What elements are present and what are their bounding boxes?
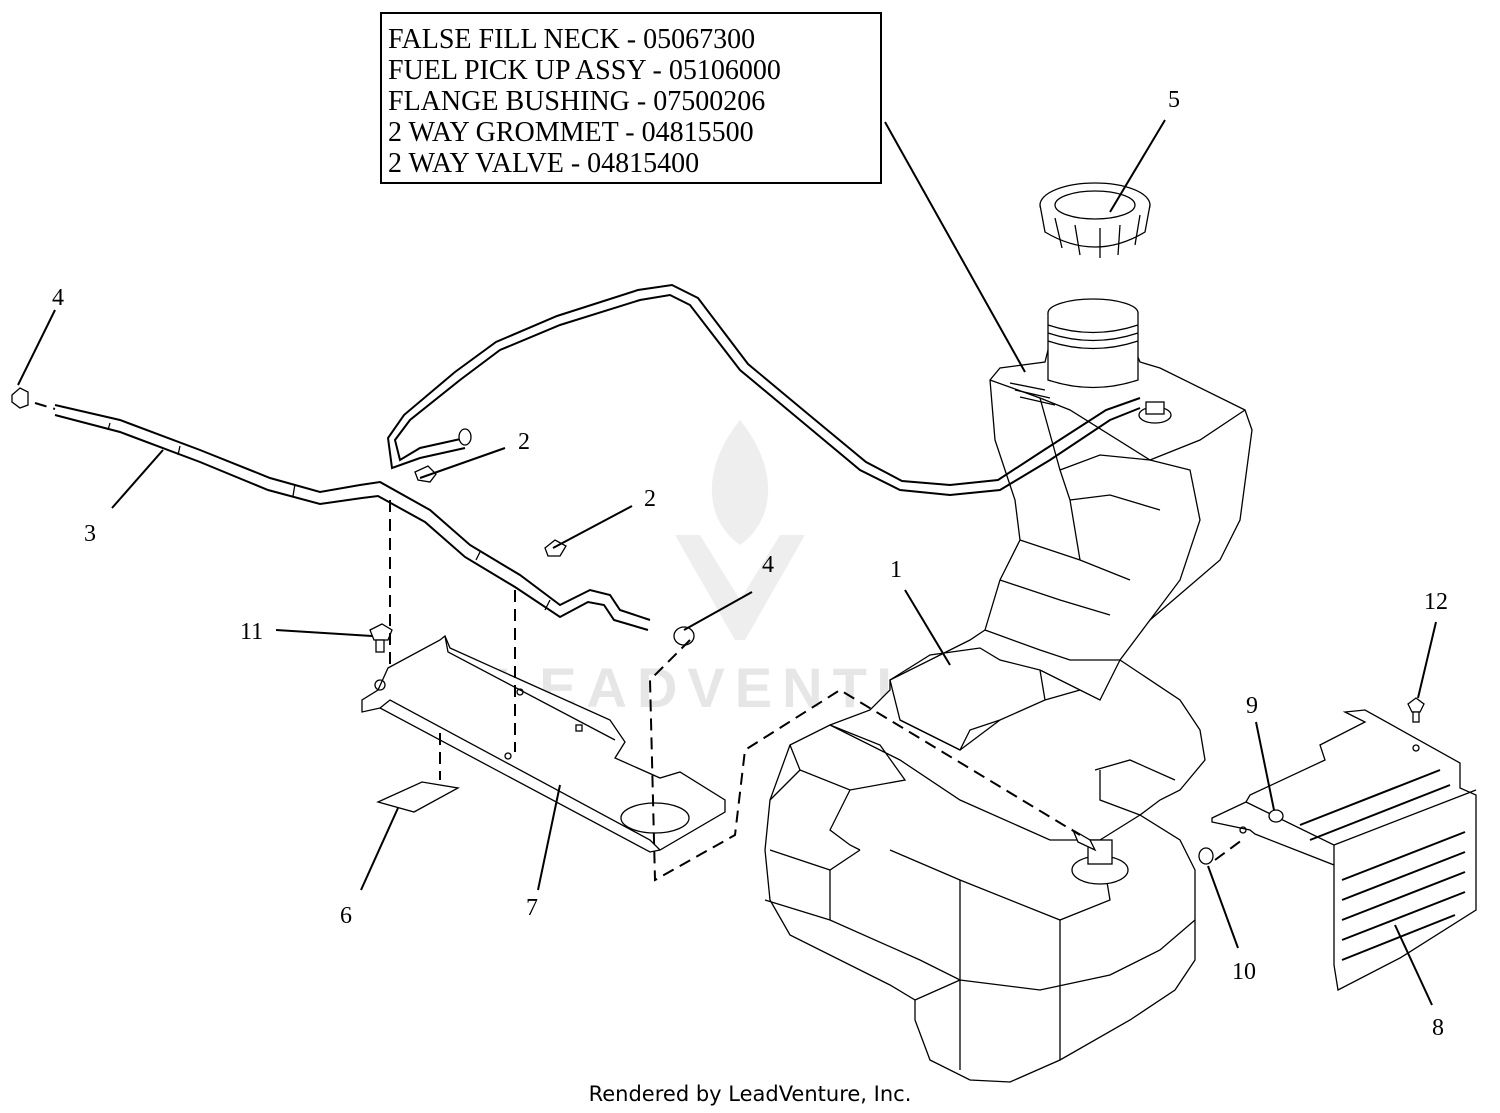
leader-lines [17,119,1437,1006]
callout-screw-left: 11 [240,619,264,645]
callout-fuel-tank: 1 [890,557,902,583]
pad [376,781,460,813]
screw-left [369,623,393,653]
fuel-cap [1039,182,1151,258]
callout-washer: 10 [1232,959,1256,985]
callout-hose-cap-left: 4 [52,285,64,311]
callout-pad: 6 [340,903,352,929]
fuel-tank [764,298,1253,1083]
callout-clamp-lower: 2 [644,486,656,512]
vent-hose [386,283,1141,497]
callout-hose: 3 [84,521,96,547]
parts-list-line: FALSE FILL NECK - 05067300 [388,24,756,55]
parts-list-line: 2 WAY GROMMET - 04815500 [388,117,754,148]
screw-right [1407,697,1425,723]
callout-shield: 8 [1432,1015,1444,1041]
callout-clamp-upper: 2 [518,429,530,455]
parts-list-box: FALSE FILL NECK - 05067300 FUEL PICK UP … [380,12,882,184]
hose-cap-left [11,387,29,409]
callout-hose-cap-right: 4 [762,552,774,578]
mounting-bracket [361,634,726,853]
assembly-lines [34,402,1243,882]
footer-credit: Rendered by LeadVenture, Inc. [588,1082,912,1106]
parts-list-line: FUEL PICK UP ASSY - 05106000 [388,55,781,86]
parts-list-line: FLANGE BUSHING - 07500206 [388,86,766,117]
fuel-hose [54,404,651,631]
washer [1198,847,1214,865]
callout-nut: 9 [1246,693,1258,719]
parts-list-line: 2 WAY VALVE - 04815400 [388,148,700,179]
heat-shield [1211,709,1477,991]
callout-bracket: 7 [526,895,538,921]
callout-screw-right: 12 [1424,589,1448,615]
nut [1268,809,1284,823]
watermark-logo-icon [675,420,805,640]
callout-fuel-cap: 5 [1168,87,1180,113]
